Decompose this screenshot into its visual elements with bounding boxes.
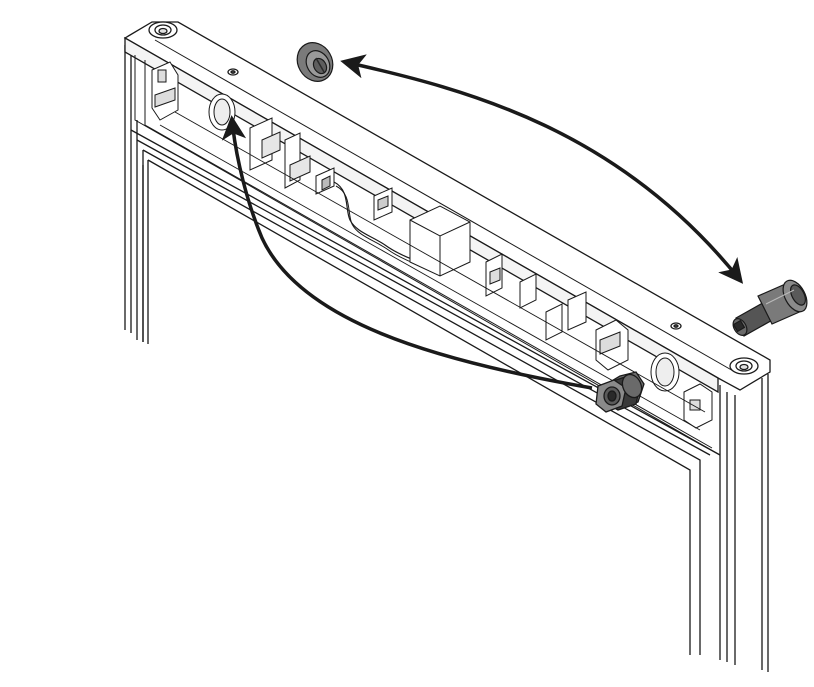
hex-bushing-icon xyxy=(595,371,645,413)
swap-arrow xyxy=(340,54,744,284)
hinge-pin-icon xyxy=(732,279,808,337)
move-arrow xyxy=(221,115,593,390)
round-cap-icon xyxy=(296,42,334,82)
